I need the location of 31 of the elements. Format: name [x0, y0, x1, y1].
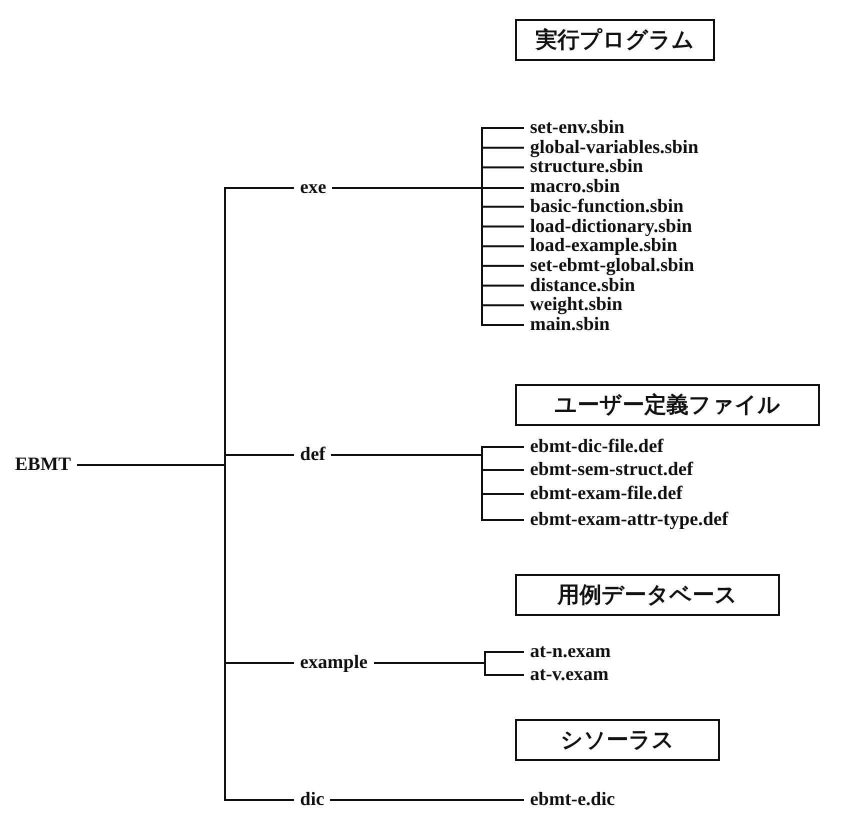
file-label: at-v.exam — [530, 665, 609, 685]
file-label: macro.sbin — [530, 177, 620, 198]
file-label: ebmt-exam-file.def — [530, 484, 682, 504]
file-label: ebmt-dic-file.def — [530, 437, 664, 457]
file-label: structure.sbin — [530, 157, 644, 178]
file-label: ebmt-exam-attr-type.def — [530, 510, 728, 530]
directory-label: dic — [300, 790, 324, 810]
heading-box: シソーラス — [515, 719, 720, 761]
file-label: basic-function.sbin — [530, 196, 684, 217]
file-label: main.sbin — [530, 315, 610, 335]
file-label: at-n.exam — [530, 642, 611, 662]
heading-box: 実行プログラム — [515, 19, 715, 61]
tree-line — [77, 464, 294, 801]
file-label: load-dictionary.sbin — [530, 216, 692, 236]
file-label: distance.sbin — [530, 276, 636, 296]
tree-line — [331, 454, 524, 521]
tree-line — [374, 662, 524, 676]
directory-label: def — [300, 445, 326, 465]
file-label: load-example.sbin — [530, 236, 678, 256]
file-label: set-env.sbin — [530, 118, 624, 138]
heading-box: 用例データベース — [515, 574, 780, 616]
file-label: set-ebmt-global.sbin — [530, 256, 694, 276]
file-label: global-variables.sbin — [530, 138, 698, 158]
tree-line — [330, 799, 524, 801]
file-label: weight.sbin — [530, 295, 622, 316]
directory-label: exe — [300, 178, 326, 198]
directory-label: example — [300, 653, 368, 673]
file-label: ebmt-sem-struct.def — [530, 460, 694, 480]
heading-box: ユーザー定義ファイル — [515, 384, 820, 426]
directory-label: EBMT — [15, 455, 71, 475]
file-label: ebmt-e.dic — [530, 790, 615, 810]
